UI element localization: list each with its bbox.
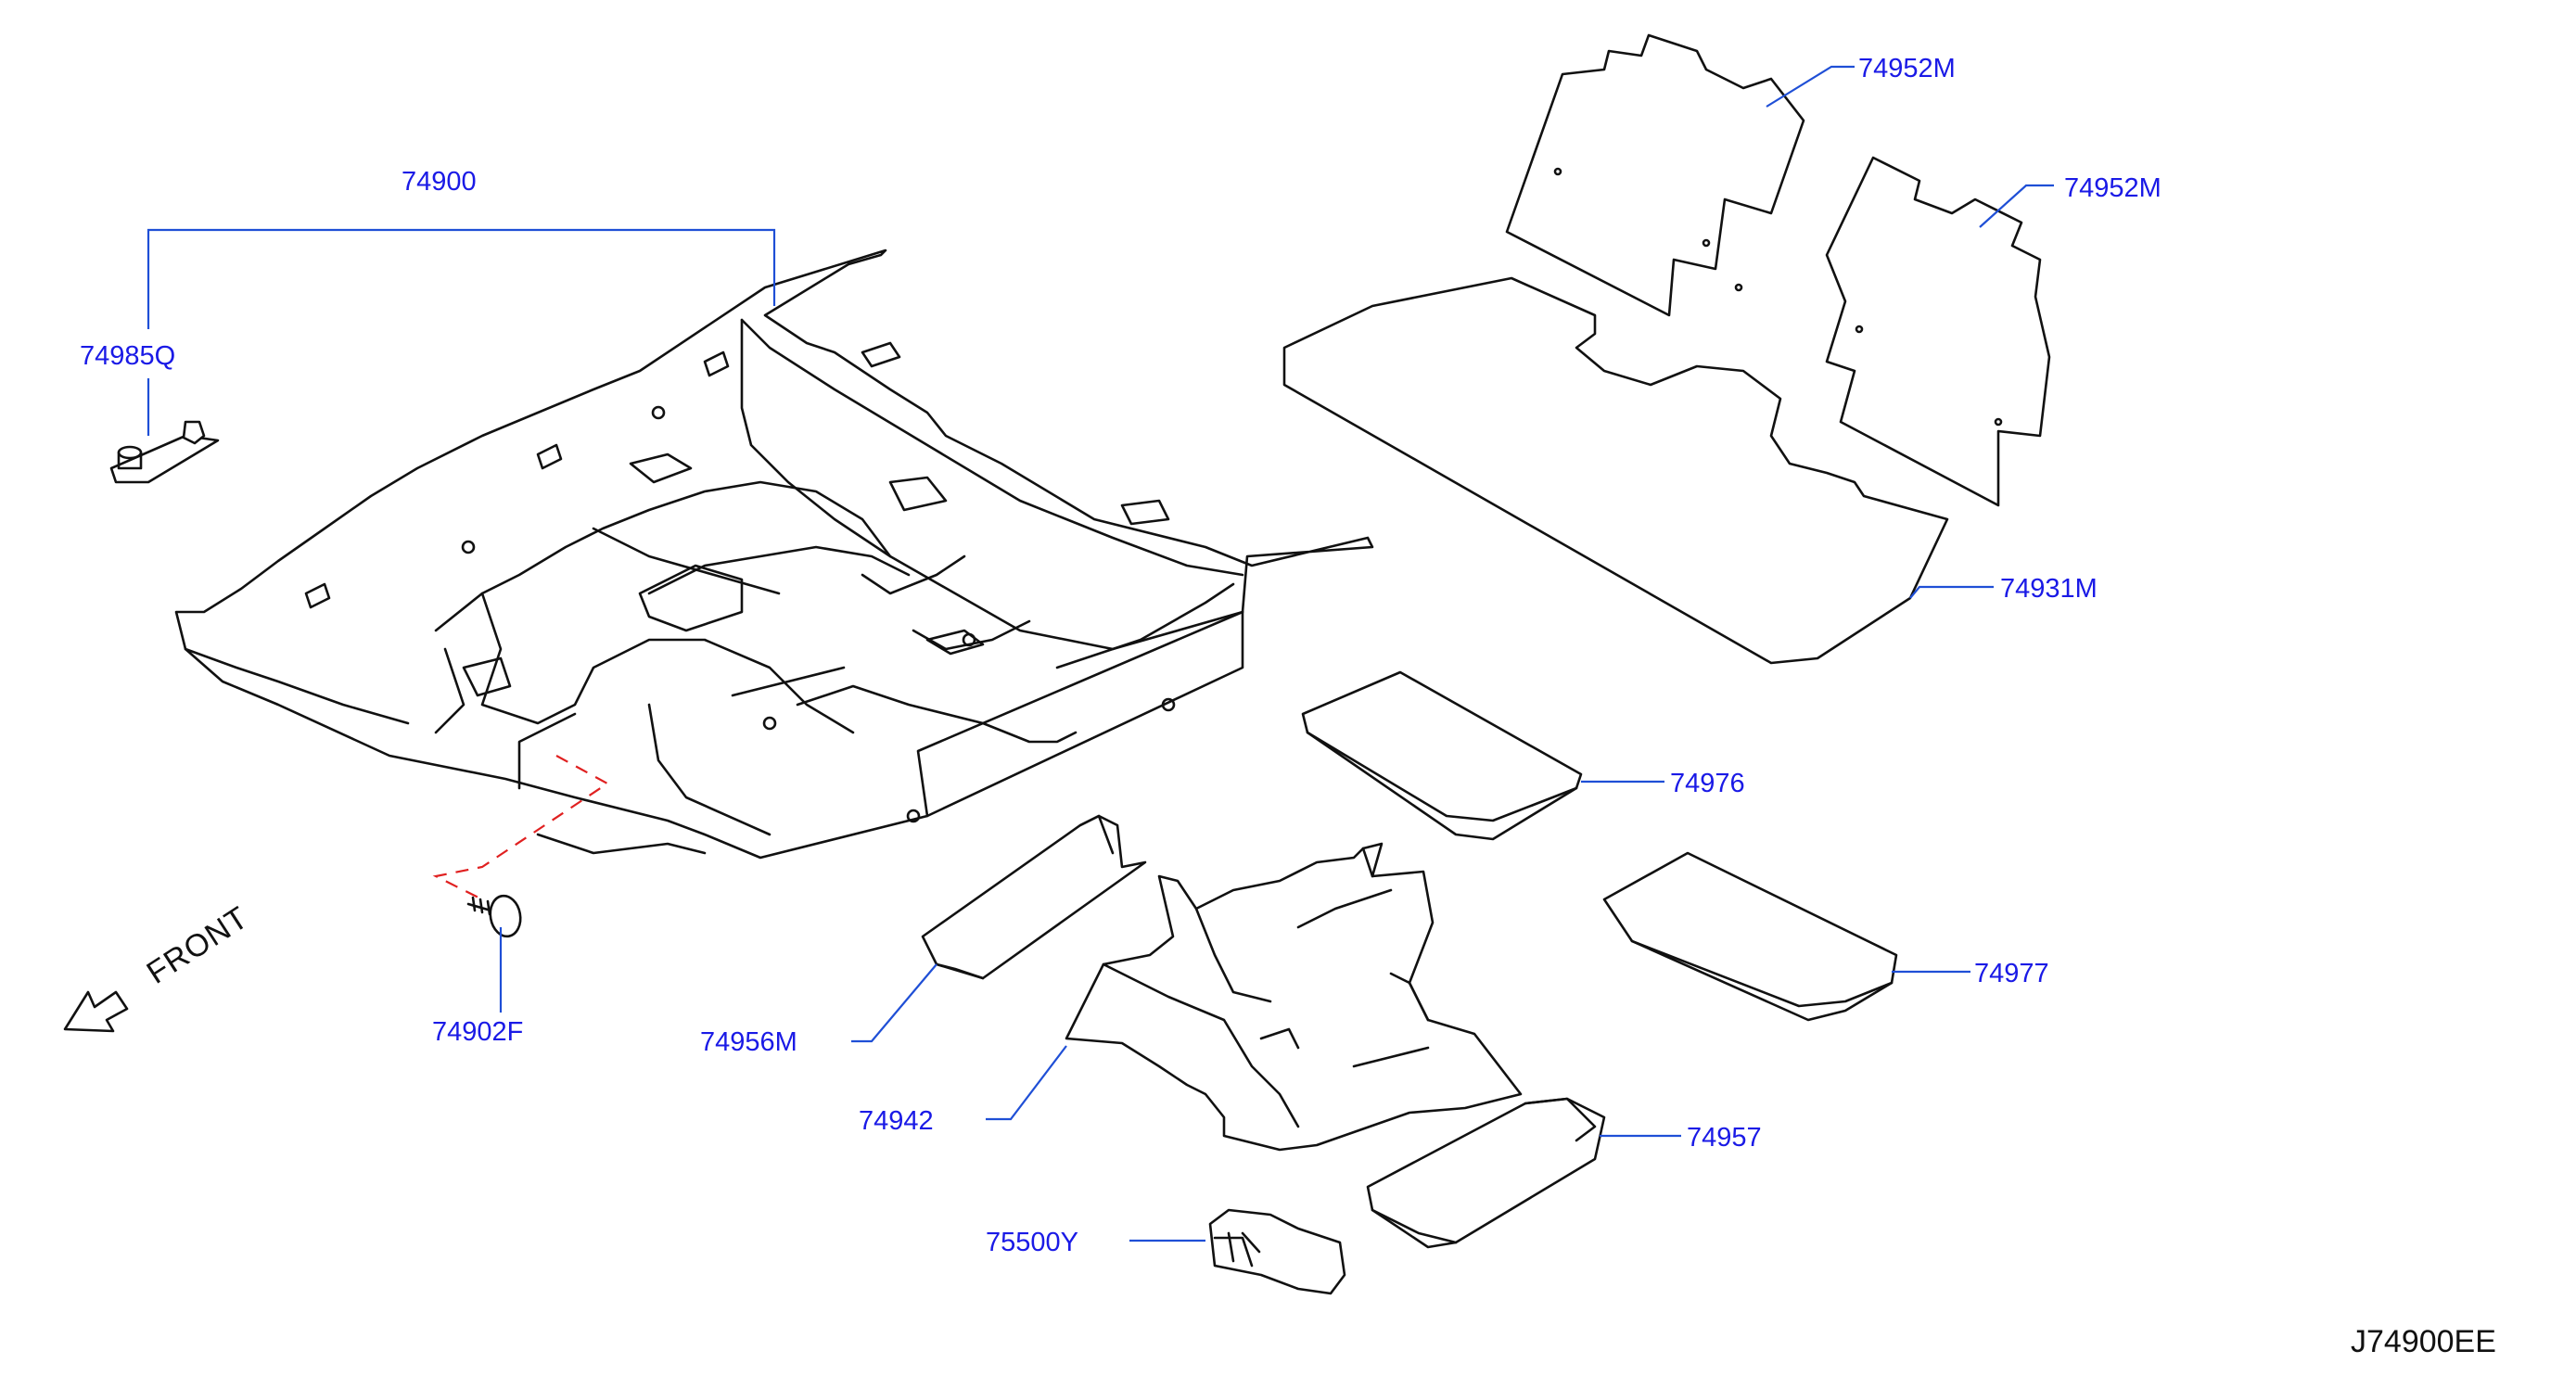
spacer-drawing [1208, 1208, 1346, 1295]
tunnel-insulator-drawing [1065, 842, 1523, 1152]
callout-75500Y[interactable]: 75500Y [986, 1228, 1078, 1257]
callout-74957[interactable]: 74957 [1687, 1123, 1762, 1153]
callout-74952M-right[interactable]: 74952M [2064, 173, 2162, 203]
callout-74952M-left[interactable]: 74952M [1858, 54, 1956, 83]
front-mat-drawing [921, 814, 1147, 980]
clip-drawing [109, 420, 220, 484]
clip-screw-drawing [466, 894, 522, 938]
callout-74931M[interactable]: 74931M [2000, 574, 2098, 604]
front-label: FRONT [141, 899, 255, 990]
callout-74900[interactable]: 74900 [402, 167, 477, 197]
callout-74942[interactable]: 74942 [859, 1106, 934, 1136]
fastener-guide-line [432, 755, 610, 900]
insulator-74977-drawing [1602, 851, 1898, 1022]
rear-mat-right-drawing [1825, 156, 2051, 507]
callout-74985Q[interactable]: 74985Q [80, 341, 175, 371]
rear-mat-left-drawing [1505, 33, 1805, 317]
insulator-74976-drawing [1301, 670, 1583, 841]
front-arrow-icon [63, 990, 129, 1033]
callout-74956M[interactable]: 74956M [700, 1027, 797, 1057]
rear-insulator-drawing [1366, 1097, 1606, 1249]
callout-74902F[interactable]: 74902F [432, 1017, 523, 1047]
floor-carpet-drawing [174, 248, 1374, 860]
callout-74976[interactable]: 74976 [1670, 769, 1745, 798]
rear-carpet-drawing [1282, 276, 1949, 665]
diagram-code: J74900EE [2351, 1324, 2496, 1359]
callout-74977[interactable]: 74977 [1974, 959, 2049, 988]
leader-lines [147, 65, 2054, 1242]
